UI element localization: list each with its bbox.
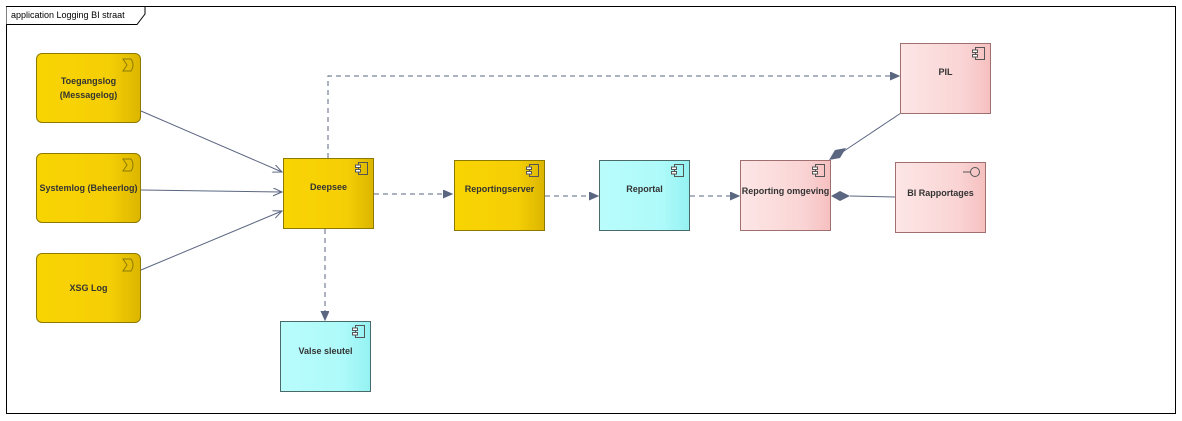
- relation-bi-rapportages-reporting-omgeving[interactable]: [849, 195, 896, 198]
- component-icon: [355, 162, 368, 175]
- node-label: Toegangslog (Messagelog): [60, 74, 118, 102]
- node-valse-sleutel[interactable]: Valse sleutel: [280, 321, 371, 392]
- node-bi-rapportages[interactable]: BI Rapportages: [895, 162, 986, 233]
- interface-icon: [963, 167, 980, 177]
- relation-pil-reporting-omgeving[interactable]: [840, 112, 902, 154]
- composition-diamond-pil: [829, 148, 846, 160]
- component-icon: [526, 164, 539, 177]
- node-label-line2: (Messagelog): [59, 90, 118, 100]
- node-deepsee[interactable]: Deepsee: [283, 158, 374, 229]
- node-label: XSG Log: [69, 283, 108, 293]
- component-icon: [972, 47, 985, 60]
- diagram-frame: [6, 6, 1176, 414]
- relation-xsglog-deepsee[interactable]: [140, 211, 282, 271]
- node-reportingserver[interactable]: Reportingserver: [454, 160, 545, 231]
- relation-toegangslog-deepsee[interactable]: [140, 110, 282, 172]
- event-icon: [122, 258, 134, 272]
- node-label: PIL: [938, 67, 953, 77]
- node-reportal[interactable]: Reportal: [599, 160, 690, 231]
- relation-systemlog-deepsee[interactable]: [140, 190, 282, 192]
- node-pil[interactable]: PIL: [900, 43, 991, 114]
- node-label-line1: Toegangslog: [60, 76, 117, 86]
- relation-deepsee-pil[interactable]: [327, 76, 899, 158]
- node-systemlog[interactable]: Systemlog (Beheerlog): [36, 153, 141, 223]
- event-icon: [122, 158, 134, 172]
- node-label: Valse sleutel: [298, 346, 353, 356]
- node-label: Reportingserver: [464, 184, 535, 194]
- composition-diamond-bi: [831, 191, 850, 201]
- event-icon: [122, 58, 134, 72]
- component-icon: [352, 325, 365, 338]
- node-label: BI Rapportages: [907, 188, 974, 198]
- node-label: Reportal: [626, 184, 663, 194]
- node-toegangslog[interactable]: Toegangslog (Messagelog): [36, 53, 141, 123]
- node-reporting-omgeving[interactable]: Reporting omgeving: [740, 160, 831, 231]
- node-label: Systemlog (Beheerlog): [39, 183, 138, 193]
- component-icon: [671, 164, 684, 177]
- node-xsglog[interactable]: XSG Log: [36, 253, 141, 323]
- diagram-title: application Logging BI straat: [11, 10, 125, 20]
- node-label: Reporting omgeving: [741, 186, 830, 196]
- component-icon: [812, 164, 825, 177]
- node-label: Deepsee: [309, 182, 348, 192]
- frame-tab-outline: [6, 6, 146, 25]
